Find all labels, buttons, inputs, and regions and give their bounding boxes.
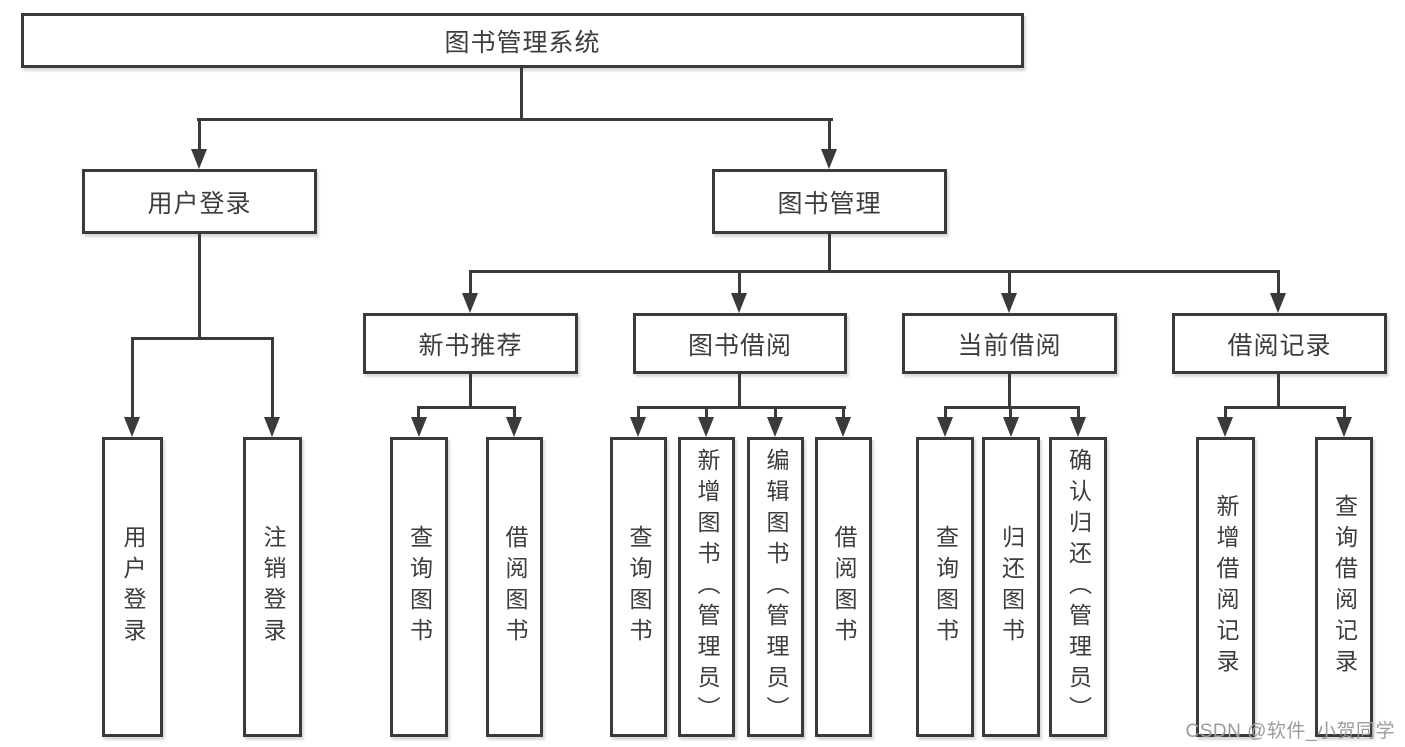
node-root-system: 图书管理系统 <box>21 13 1024 68</box>
node-book-borrowing-label: 图书借阅 <box>687 331 792 360</box>
leaf-query-books-borrowing-label: 查询图书 <box>626 525 652 649</box>
connector-line <box>417 406 420 417</box>
arrowhead-down-icon <box>835 417 851 437</box>
leaf-query-borrow-record: 查询借阅记录 <box>1315 437 1373 737</box>
connector-line <box>705 406 708 417</box>
arrowhead-down-icon <box>1003 417 1019 437</box>
leaf-confirm-return-admin-label: 确认归还（管理员） <box>1065 447 1092 727</box>
leaf-query-books-borrowing: 查询图书 <box>610 437 667 737</box>
connector-line <box>1224 406 1346 409</box>
connector-line <box>774 406 777 417</box>
node-borrowing-records-label: 借阅记录 <box>1227 331 1332 360</box>
leaf-return-books: 归还图书 <box>982 437 1040 737</box>
leaf-user-login: 用户登录 <box>102 437 163 737</box>
connector-line <box>738 270 741 293</box>
connector-line <box>944 406 947 417</box>
connector-line <box>417 406 516 409</box>
node-book-borrowing: 图书借阅 <box>633 313 847 374</box>
connector-line <box>1343 406 1346 417</box>
connector-line <box>469 270 1280 273</box>
connector-line <box>1224 406 1227 417</box>
leaf-query-books-recommend: 查询图书 <box>390 437 448 737</box>
connector-line <box>520 68 523 118</box>
connector-line <box>1277 270 1280 293</box>
arrowhead-down-icon <box>1336 417 1352 437</box>
arrowhead-down-icon <box>124 417 140 437</box>
connector-line <box>1008 374 1011 406</box>
node-current-borrowing: 当前借阅 <box>902 313 1117 374</box>
arrowhead-down-icon <box>1270 293 1286 313</box>
leaf-edit-books-admin-label: 编辑图书（管理员） <box>763 447 789 727</box>
arrowhead-down-icon <box>1070 417 1086 437</box>
node-book-management-label: 图书管理 <box>777 189 882 218</box>
connector-line <box>469 374 472 406</box>
connector-line <box>828 234 831 270</box>
leaf-add-books-admin: 新增图书（管理员） <box>678 437 735 737</box>
leaf-borrow-books-recommend: 借阅图书 <box>486 437 543 737</box>
leaf-add-borrow-record: 新增借阅记录 <box>1196 437 1255 737</box>
arrowhead-down-icon <box>698 417 714 437</box>
connector-line <box>469 270 472 293</box>
arrowhead-down-icon <box>462 293 478 313</box>
leaf-edit-books-admin: 编辑图书（管理员） <box>747 437 804 737</box>
connector-line <box>637 406 846 409</box>
leaf-query-books-current: 查询图书 <box>916 437 974 737</box>
leaf-logout: 注销登录 <box>243 437 302 737</box>
leaf-query-books-recommend-label: 查询图书 <box>406 525 433 649</box>
connector-line <box>198 118 201 150</box>
node-book-management: 图书管理 <box>712 169 947 234</box>
leaf-confirm-return-admin: 确认归还（管理员） <box>1049 437 1107 737</box>
connector-line <box>944 406 1080 409</box>
arrowhead-down-icon <box>1217 417 1233 437</box>
node-new-book-recommend: 新书推荐 <box>363 313 578 374</box>
connector-line <box>842 406 845 417</box>
leaf-logout-label: 注销登录 <box>260 525 286 649</box>
node-new-book-recommend-label: 新书推荐 <box>418 331 523 360</box>
node-borrowing-records: 借阅记录 <box>1172 313 1387 374</box>
arrowhead-down-icon <box>821 149 837 169</box>
node-user-login: 用户登录 <box>82 169 317 234</box>
leaf-add-borrow-record-label: 新增借阅记录 <box>1213 494 1239 680</box>
csdn-watermark: CSDN @软件_小贺同学 <box>1185 721 1395 742</box>
connector-line <box>131 337 134 417</box>
leaf-borrow-books-label: 借阅图书 <box>831 525 857 649</box>
leaf-borrow-books: 借阅图书 <box>815 437 872 737</box>
arrowhead-down-icon <box>191 149 207 169</box>
connector-line <box>1077 406 1080 417</box>
arrowhead-down-icon <box>731 293 747 313</box>
leaf-query-books-current-label: 查询图书 <box>932 525 959 649</box>
arrowhead-down-icon <box>264 417 280 437</box>
leaf-return-books-label: 归还图书 <box>998 525 1025 649</box>
leaf-add-books-admin-label: 新增图书（管理员） <box>694 447 720 727</box>
connector-line <box>1277 374 1280 406</box>
connector-line <box>513 406 516 417</box>
connector-line <box>198 234 201 337</box>
connector-line <box>131 337 274 340</box>
connector-line <box>637 406 640 417</box>
arrowhead-down-icon <box>630 417 646 437</box>
leaf-query-borrow-record-label: 查询借阅记录 <box>1331 494 1358 680</box>
connector-line <box>197 118 833 121</box>
arrowhead-down-icon <box>411 417 427 437</box>
arrowhead-down-icon <box>1001 293 1017 313</box>
node-current-borrowing-label: 当前借阅 <box>957 331 1062 360</box>
leaf-borrow-books-recommend-label: 借阅图书 <box>502 525 528 649</box>
connector-line <box>1009 406 1012 417</box>
arrowhead-down-icon <box>767 417 783 437</box>
leaf-user-login-label: 用户登录 <box>120 525 146 649</box>
connector-line <box>738 374 741 406</box>
arrowhead-down-icon <box>937 417 953 437</box>
connector-line <box>271 337 274 417</box>
node-user-login-label: 用户登录 <box>147 189 252 218</box>
arrowhead-down-icon <box>506 417 522 437</box>
connector-line <box>828 118 831 150</box>
connector-line <box>1008 270 1011 293</box>
node-root-label: 图书管理系统 <box>444 28 601 57</box>
